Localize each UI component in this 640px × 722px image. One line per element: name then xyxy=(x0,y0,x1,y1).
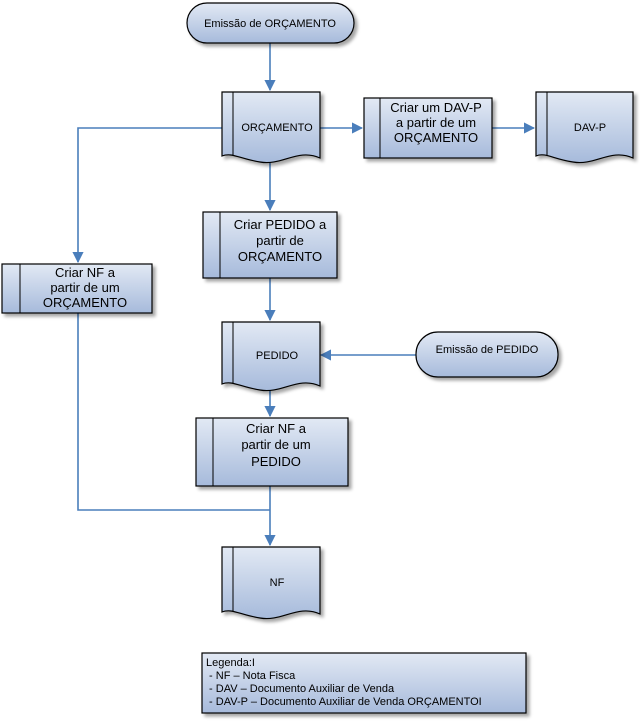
process-line-3: PEDIDO xyxy=(251,454,301,469)
legend: Legenda:I - NF – Nota Fisca - DAV – Docu… xyxy=(201,652,527,714)
document-nf: NF xyxy=(221,546,321,620)
process-line-2: a partir de um xyxy=(396,115,476,130)
legend-item: - NF – Nota Fisca xyxy=(206,670,296,682)
process-line-1: Criar PEDIDO a xyxy=(234,217,327,232)
terminator-label: Emissão de ORÇAMENTO xyxy=(204,18,336,30)
document-pedido: PEDIDO xyxy=(221,321,321,392)
document-dav-p: DAV-P xyxy=(535,91,634,164)
process-criar-pedido: Criar PEDIDO a partir de ORÇAMENTO xyxy=(202,211,338,279)
legend-title: Legenda:I xyxy=(206,657,255,669)
document-orcamento: ORÇAMENTO xyxy=(221,91,321,164)
process-line-3: ORÇAMENTO xyxy=(43,295,127,310)
document-label: PEDIDO xyxy=(256,350,299,362)
terminator-label: Emissão de PEDIDO xyxy=(436,344,539,356)
document-label: ORÇAMENTO xyxy=(241,122,313,134)
process-line-3: ORÇAMENTO xyxy=(238,249,322,264)
process-criar-nf-orcamento: Criar NF a partir de um ORÇAMENTO xyxy=(1,263,153,314)
document-label: DAV-P xyxy=(574,122,606,134)
terminator-emissao-pedido: Emissão de PEDIDO xyxy=(415,331,559,378)
arrow-orcamento-to-criar-nf xyxy=(72,127,222,264)
legend-item: - DAV-P – Documento Auxiliar de Venda OR… xyxy=(206,696,482,708)
process-line-2: partir de xyxy=(256,233,304,248)
legend-item: - DAV – Documento Auxiliar de Venda xyxy=(206,683,395,695)
document-label: NF xyxy=(270,577,285,589)
process-line-1: Criar NF a xyxy=(55,265,116,280)
process-line-1: Criar um DAV-P xyxy=(390,100,482,115)
process-line-2: partir de um xyxy=(241,437,310,452)
process-criar-nf-pedido: Criar NF a partir de um PEDIDO xyxy=(195,417,349,487)
process-line-1: Criar NF a xyxy=(246,421,307,436)
connectors xyxy=(72,43,536,547)
process-criar-dav-p: Criar um DAV-P a partir de um ORÇAMENTO xyxy=(363,97,493,159)
arrow-criar-nf-orcamento-to-nf xyxy=(77,313,270,511)
process-line-2: partir de um xyxy=(50,280,119,295)
process-line-3: ORÇAMENTO xyxy=(394,130,478,145)
terminator-emissao-orcamento: Emissão de ORÇAMENTO xyxy=(186,2,355,44)
